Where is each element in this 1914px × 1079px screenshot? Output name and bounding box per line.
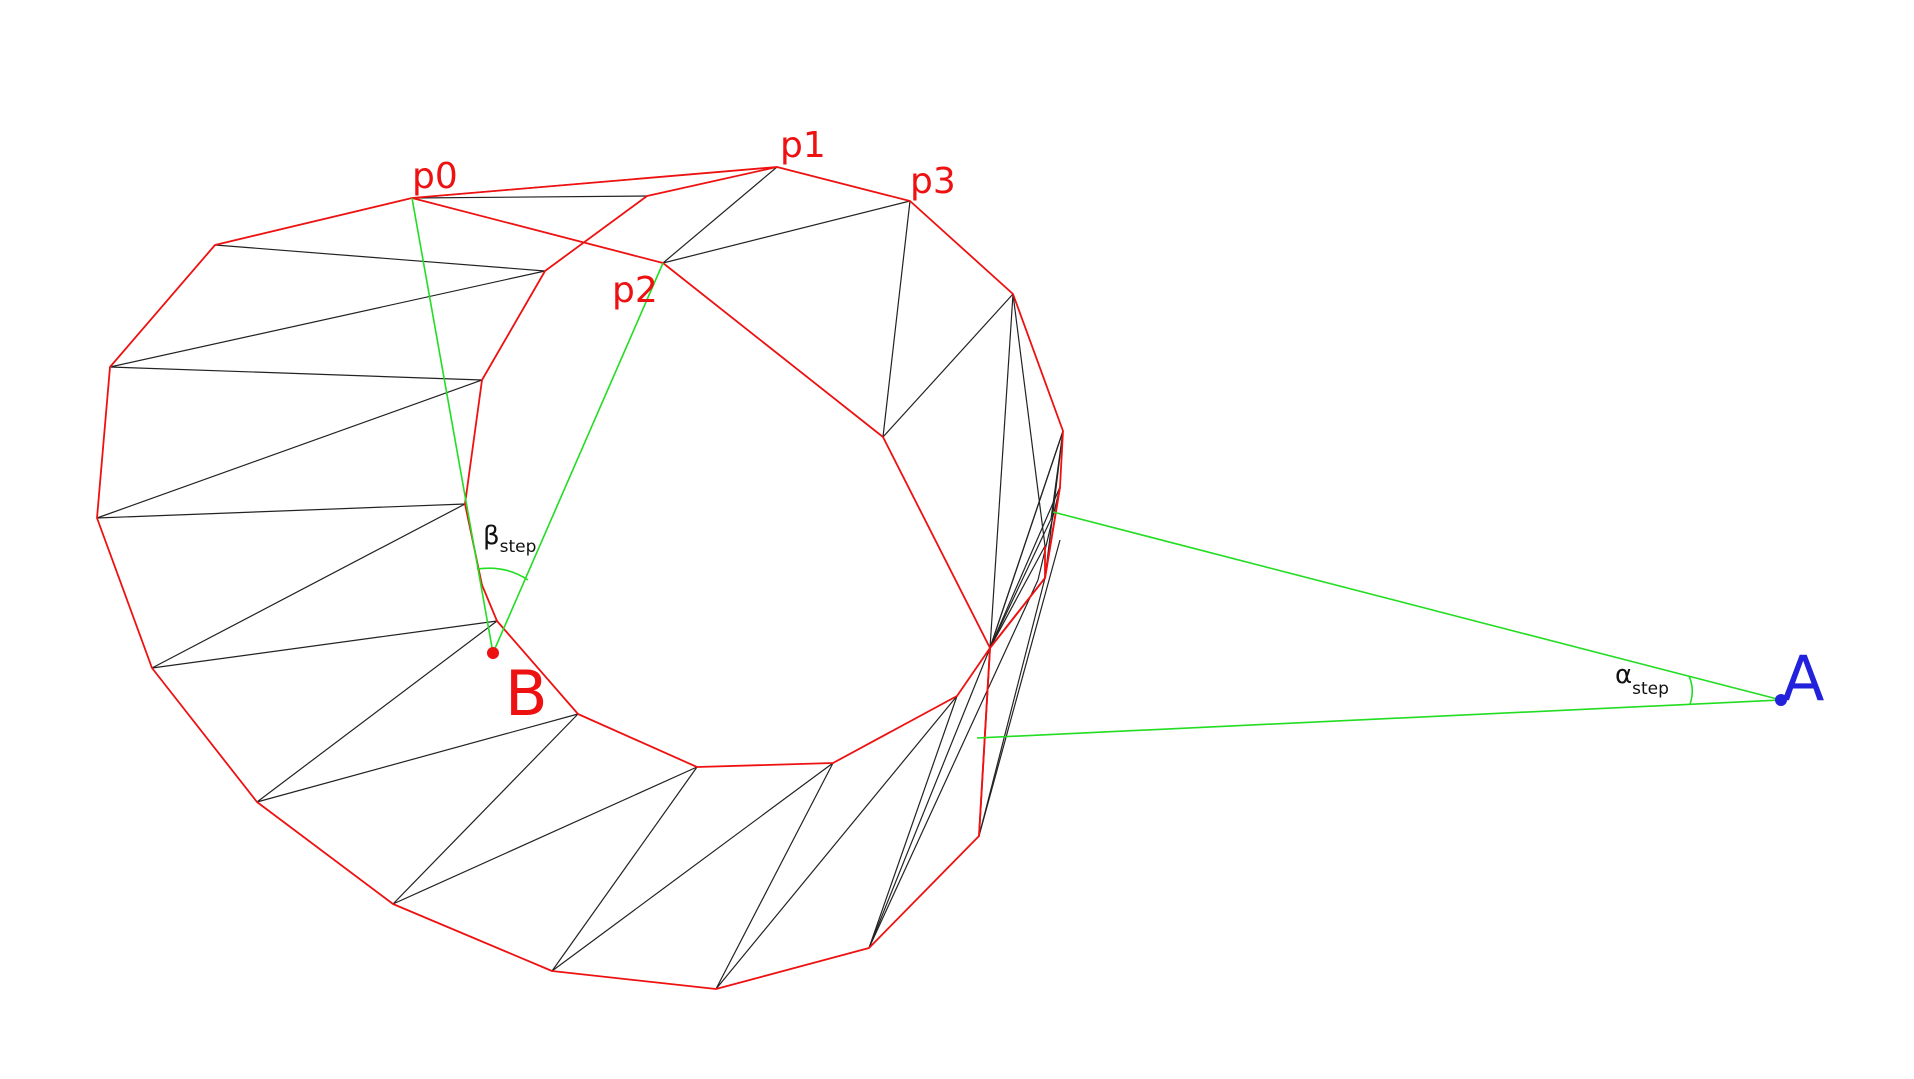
mesh-edges: [96, 166, 1064, 990]
label-p2: p2: [612, 270, 658, 311]
alpha-angle-arc: [1688, 675, 1694, 705]
label-A: A: [1782, 642, 1824, 715]
label-B: B: [505, 657, 548, 730]
label-p3: p3: [910, 161, 956, 202]
beta-angle-arc: [476, 567, 529, 581]
point-A-marker: [1775, 694, 1787, 706]
outer-boundary: [96, 166, 1064, 990]
label-p0: p0: [412, 156, 458, 197]
line-A-lower: [976, 699, 1782, 739]
line-B-p0: [411, 197, 494, 654]
label-alpha-step: αstep: [1615, 660, 1669, 699]
boundary-edges: [96, 166, 1064, 990]
point-B-marker: [487, 647, 499, 659]
construction-lines: [411, 197, 1782, 739]
label-beta-step: βstep: [483, 521, 536, 557]
line-A-upper: [1052, 511, 1782, 701]
inner-boundary: [411, 166, 991, 768]
line-B-p2: [492, 262, 664, 654]
label-p1: p1: [780, 125, 826, 166]
